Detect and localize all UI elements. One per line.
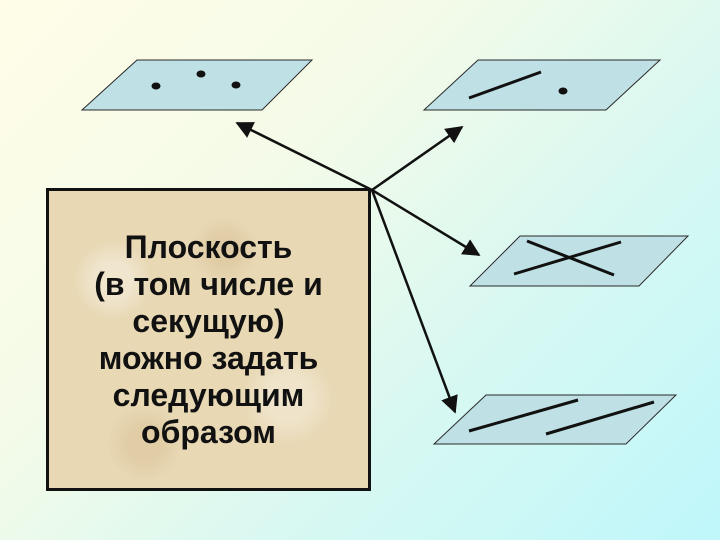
plane-three-points bbox=[80, 59, 314, 111]
point-marker bbox=[151, 82, 161, 90]
definition-text: Плоскость (в том числе и секущую) можно … bbox=[94, 228, 323, 450]
connector-arrows bbox=[235, 121, 481, 414]
plane-shape bbox=[422, 59, 662, 111]
line-segment bbox=[468, 398, 579, 433]
plane-parallel-lines bbox=[432, 394, 678, 445]
plane-intersecting-lines bbox=[468, 235, 690, 287]
arrow-to-plane-line-and-point bbox=[371, 125, 464, 192]
point-marker bbox=[558, 87, 568, 95]
arrow-to-plane-parallel-lines bbox=[370, 189, 458, 414]
point-marker bbox=[231, 81, 241, 89]
plane-shape bbox=[432, 394, 678, 445]
arrow-to-plane-three-points bbox=[235, 121, 373, 192]
line-segment bbox=[468, 70, 542, 100]
line-segment bbox=[526, 239, 615, 277]
point-marker bbox=[196, 70, 206, 78]
plane-shape bbox=[80, 59, 314, 111]
definition-text-box: Плоскость (в том числе и секущую) можно … bbox=[46, 188, 371, 491]
arrow-to-plane-intersecting-lines bbox=[371, 188, 481, 257]
line-segment bbox=[545, 400, 655, 436]
plane-line-and-point bbox=[422, 59, 662, 111]
